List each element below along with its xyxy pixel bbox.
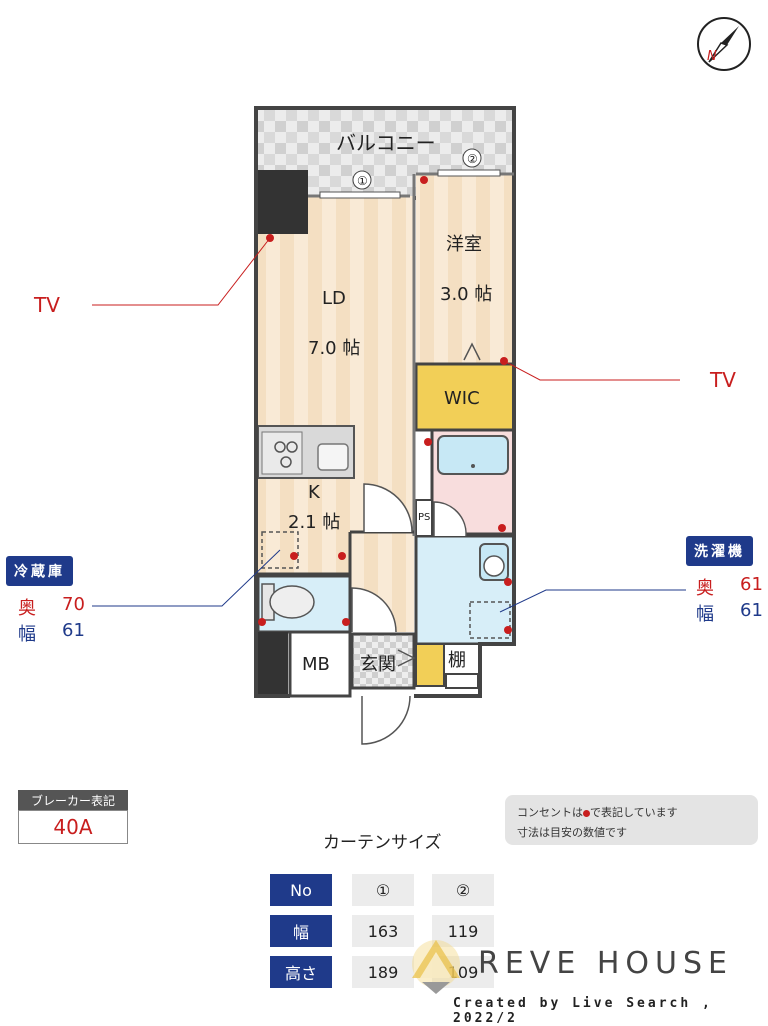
- bathtub: [437, 435, 509, 475]
- washer-depth-label: 奥: [696, 578, 714, 599]
- washer-width-label: 幅: [696, 604, 714, 625]
- tv-label-right: TV: [710, 368, 736, 392]
- fridge-width-row: 幅 61: [18, 620, 85, 646]
- kitchen-name: K: [308, 482, 321, 503]
- curtain-col1-height: 189: [352, 956, 414, 988]
- washer-space: [469, 601, 511, 639]
- entrance-label: 玄関: [360, 654, 396, 675]
- curtain-col1-no: ①: [352, 874, 414, 906]
- shelf-label: 棚: [448, 650, 466, 671]
- curtain-header-no: No: [270, 874, 332, 906]
- curtain-title: カーテンサイズ: [323, 833, 442, 853]
- window-1-mark: ①: [357, 174, 368, 188]
- fridge-space: [261, 531, 299, 569]
- breaker-title: ブレーカー表記: [18, 790, 128, 810]
- wic-room: [414, 362, 516, 432]
- legend-note: コンセントはで表記しています 寸法は目安の数値です: [505, 795, 758, 845]
- fridge-depth-row: 奥 70: [18, 594, 85, 620]
- western-size: 3.0 帖: [440, 284, 492, 305]
- curtain-header-width: 幅: [270, 915, 332, 947]
- curtain-col1-width: 163: [352, 915, 414, 947]
- washer-width-row: 幅 61: [696, 600, 763, 626]
- curtain-col2-no: ②: [432, 874, 494, 906]
- wic-label: WIC: [444, 388, 480, 409]
- washer-width-value: 61: [740, 600, 763, 621]
- brand-logo-icon: [412, 940, 460, 994]
- curtain-col2-width: 119: [432, 915, 494, 947]
- brand-name: REVE HOUSE: [478, 946, 733, 981]
- curtain-header-height: 高さ: [270, 956, 332, 988]
- tv-label-left: TV: [34, 293, 60, 317]
- mb-label: MB: [302, 654, 330, 675]
- kitchen-size: 2.1 帖: [288, 512, 340, 533]
- fridge-depth-label: 奥: [18, 598, 36, 619]
- breaker-value: 40A: [18, 810, 128, 844]
- outlet-dot-icon: [583, 809, 590, 817]
- ps-label: PS: [418, 512, 430, 523]
- fridge-title: 冷蔵庫: [6, 556, 73, 586]
- fridge-width-value: 61: [62, 620, 85, 641]
- credit-line: Created by Live Search , 2022/2: [453, 996, 713, 1026]
- balcony-label: バルコニー: [336, 131, 436, 155]
- note-line-1: コンセントはで表記しています: [517, 806, 678, 819]
- washer-depth-row: 奥 61: [696, 574, 763, 600]
- western-name: 洋室: [446, 234, 482, 255]
- western-room: [416, 174, 514, 364]
- fridge-depth-value: 70: [62, 594, 85, 615]
- ld-name: LD: [322, 288, 346, 309]
- fridge-width-label: 幅: [18, 624, 36, 645]
- compass-icon: N: [697, 17, 751, 71]
- mb-closet: [288, 630, 352, 698]
- ld-size: 7.0 帖: [308, 338, 360, 359]
- entrance-area: [352, 634, 414, 688]
- washer-depth-value: 61: [740, 574, 763, 595]
- shelf-unit: [415, 643, 445, 687]
- washer-title: 洗濯機: [686, 536, 753, 566]
- note-line-2: 寸法は目安の数値です: [517, 826, 627, 839]
- svg-text:N: N: [707, 49, 717, 64]
- window-2-mark: ②: [467, 152, 478, 166]
